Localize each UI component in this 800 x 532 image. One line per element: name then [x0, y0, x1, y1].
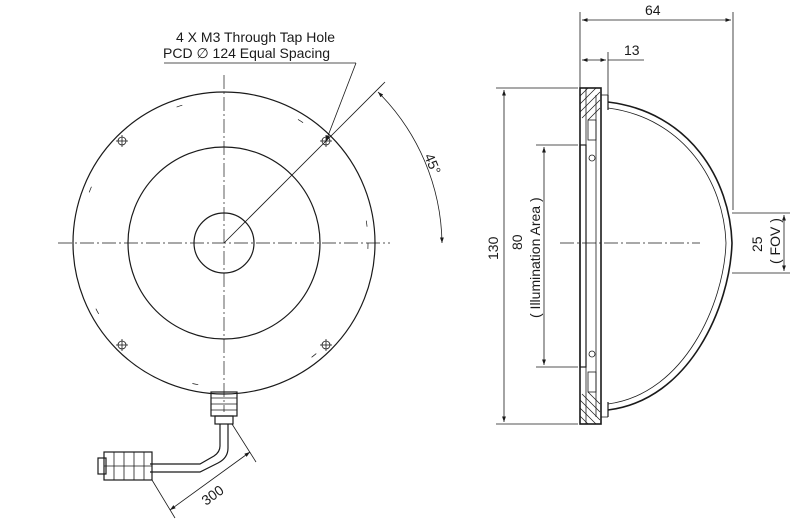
illumination-diameter-label: 80 [509, 234, 525, 250]
tap-hole [116, 135, 128, 147]
outer-diameter-label: 130 [485, 236, 501, 260]
tap-hole [320, 339, 332, 351]
callout-line-1: 4 X M3 Through Tap Hole [176, 29, 335, 45]
flange-thickness-label: 13 [624, 42, 640, 58]
cable-dim-ext-2 [231, 423, 257, 463]
cable [150, 424, 229, 473]
cable-length-label: 300 [198, 482, 226, 509]
cable-dim-line [169, 451, 251, 511]
callout-leader-diagonal [325, 62, 357, 142]
inner-window [127, 146, 321, 340]
connector [97, 451, 153, 481]
front-view: 45° 4 X M3 Through Tap Hole PCD ∅ 124 Eq… [58, 29, 444, 519]
pcd-circle [79, 98, 369, 388]
dome [607, 101, 733, 411]
callout-line-2: PCD ∅ 124 Equal Spacing [163, 45, 330, 61]
angle-dimension-arc [377, 91, 444, 244]
angle-reference-line [223, 81, 386, 244]
tap-hole [116, 339, 128, 351]
overall-depth-label: 64 [645, 2, 661, 18]
outer-ring [72, 91, 376, 395]
dome-inner [607, 107, 727, 405]
angle-label: 45° [421, 151, 444, 177]
illumination-area-label: ( Illumination Area ) [527, 197, 543, 318]
cable-gland [210, 391, 238, 425]
fov-diameter-label: 25 [749, 236, 765, 252]
fov-label: ( FOV ) [767, 218, 783, 264]
flange [579, 87, 609, 425]
diffuser-plate [579, 144, 587, 368]
cable-dim-ext-1 [151, 479, 176, 519]
side-view: 25 ( FOV ) 64 13 130 80 ( Illumination A… [485, 2, 790, 425]
center-aperture [193, 212, 255, 274]
